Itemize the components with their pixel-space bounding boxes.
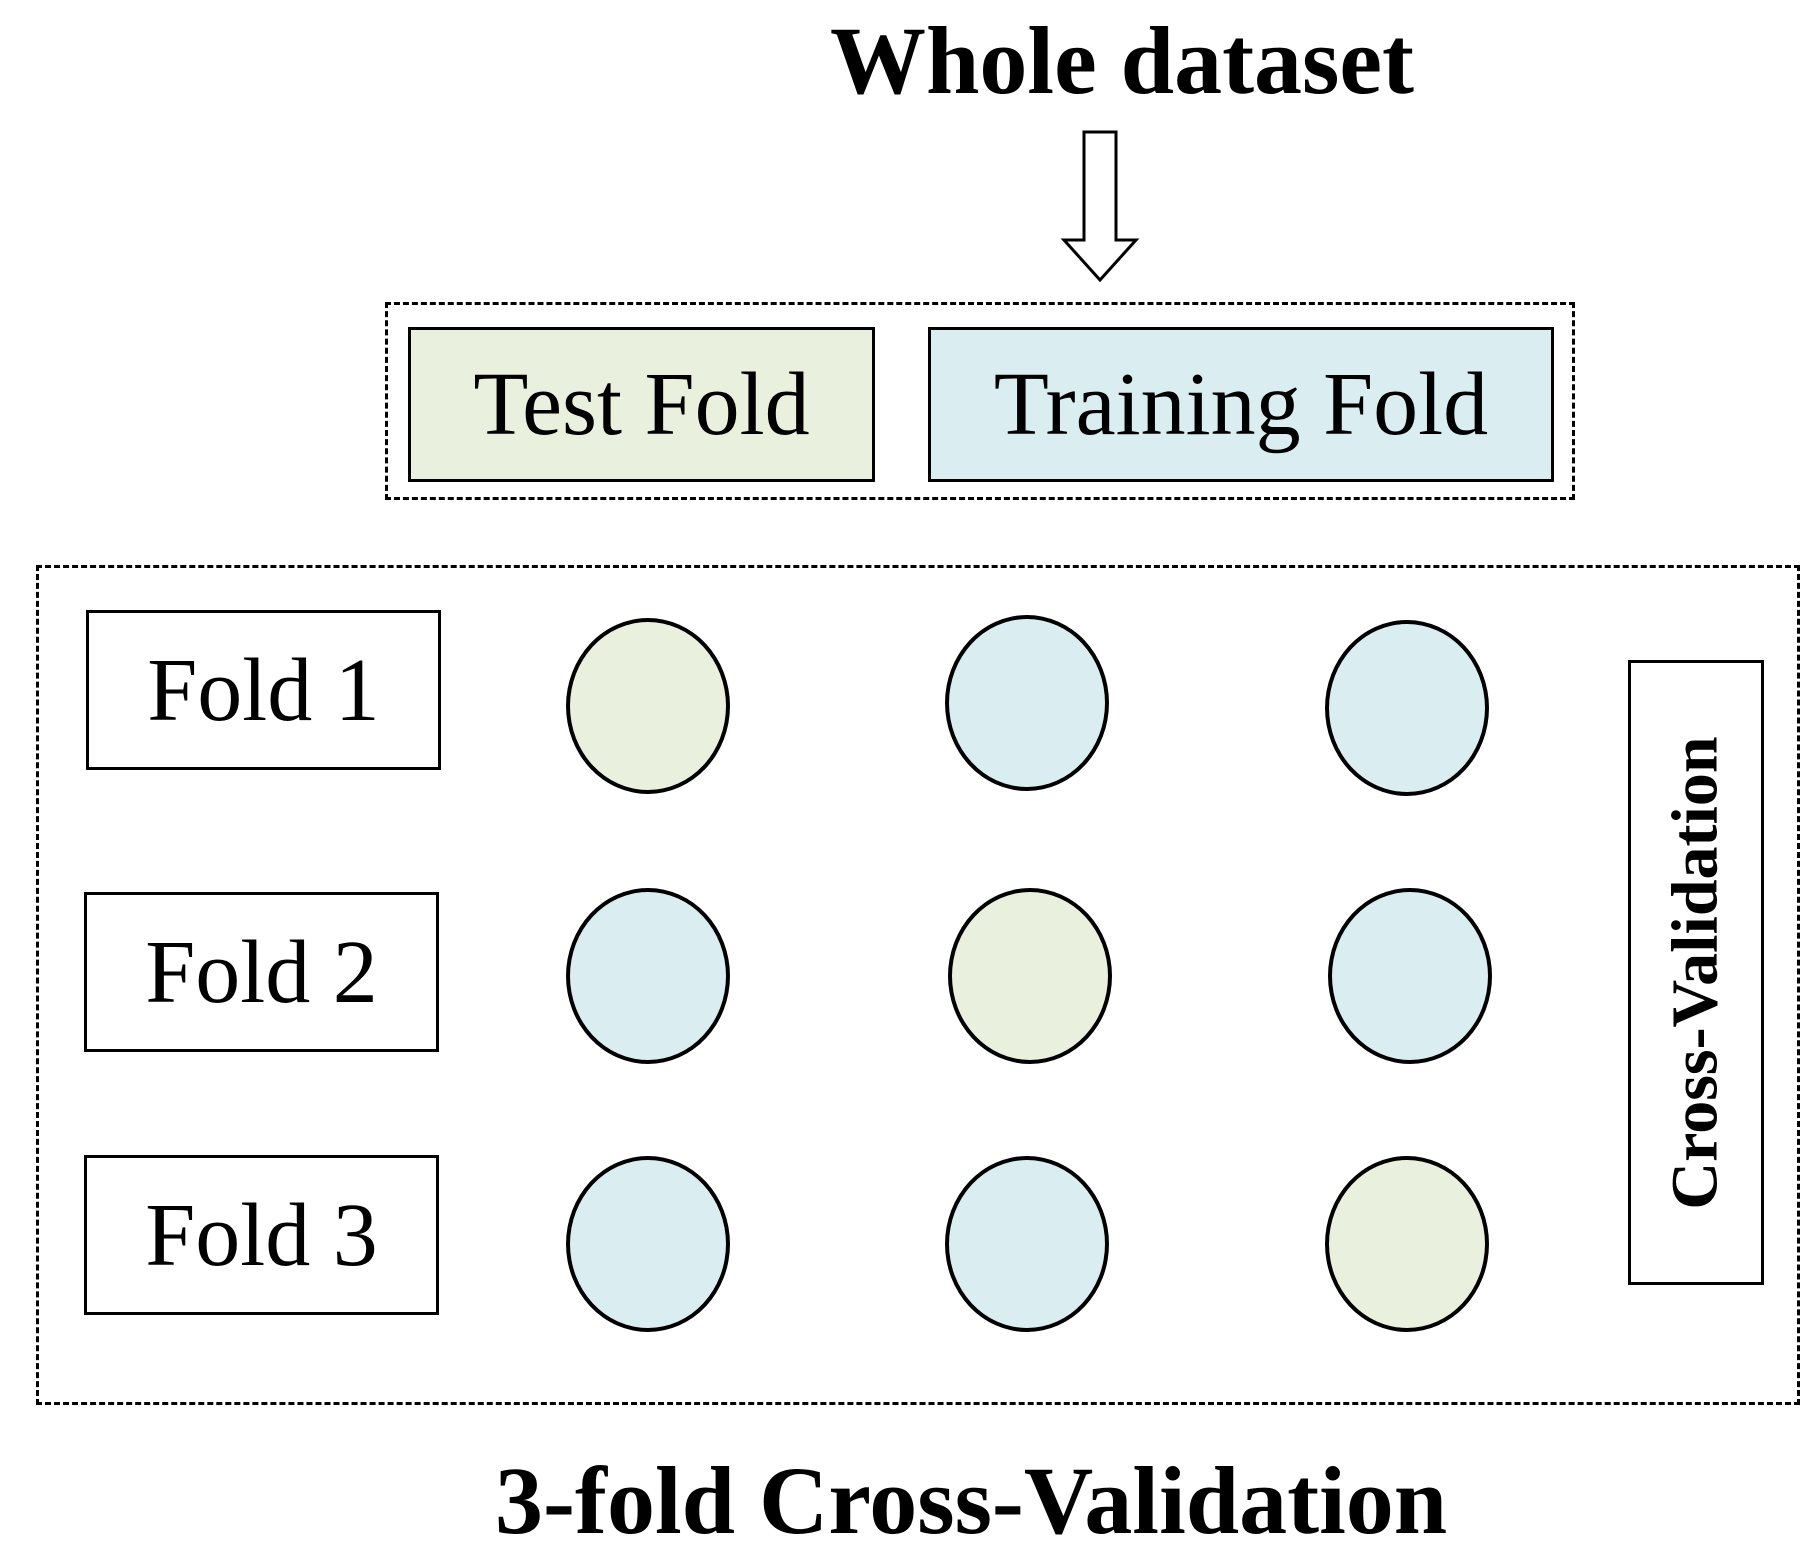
fold-2-split-3-circle	[1328, 888, 1492, 1064]
legend-training-fold: Training Fold	[928, 327, 1554, 482]
fold-3-split-2-circle	[945, 1156, 1109, 1332]
fold-1-label: Fold 1	[86, 610, 441, 770]
down-arrow-icon	[1060, 130, 1140, 283]
legend-frame: Test Fold Training Fold	[385, 302, 1575, 500]
diagram-caption: 3-fold Cross-Validation	[495, 1447, 1448, 1554]
fold-3-split-1-circle	[566, 1156, 730, 1332]
fold-1-split-2-circle	[945, 615, 1109, 791]
cross-validation-frame	[36, 565, 1800, 1405]
legend-training-label: Training Fold	[993, 355, 1489, 454]
fold-3-split-3-circle	[1325, 1156, 1489, 1332]
cross-validation-side-label: Cross-Validation	[1659, 735, 1732, 1210]
cross-validation-side-box: Cross-Validation	[1628, 660, 1764, 1285]
fold-1-split-3-circle	[1325, 620, 1489, 796]
fold-1-split-1-circle	[566, 618, 730, 794]
fold-3-label: Fold 3	[84, 1155, 439, 1315]
fold-2-split-1-circle	[566, 888, 730, 1064]
fold-2-split-2-circle	[948, 888, 1112, 1064]
fold-2-label: Fold 2	[84, 892, 439, 1052]
legend-test-label: Test Fold	[473, 355, 810, 454]
fold-label-text: Fold 3	[145, 1185, 378, 1285]
fold-label-text: Fold 1	[147, 640, 380, 740]
fold-label-text: Fold 2	[145, 922, 378, 1022]
legend-test-fold: Test Fold	[408, 327, 875, 482]
diagram-title: Whole dataset	[830, 7, 1414, 114]
